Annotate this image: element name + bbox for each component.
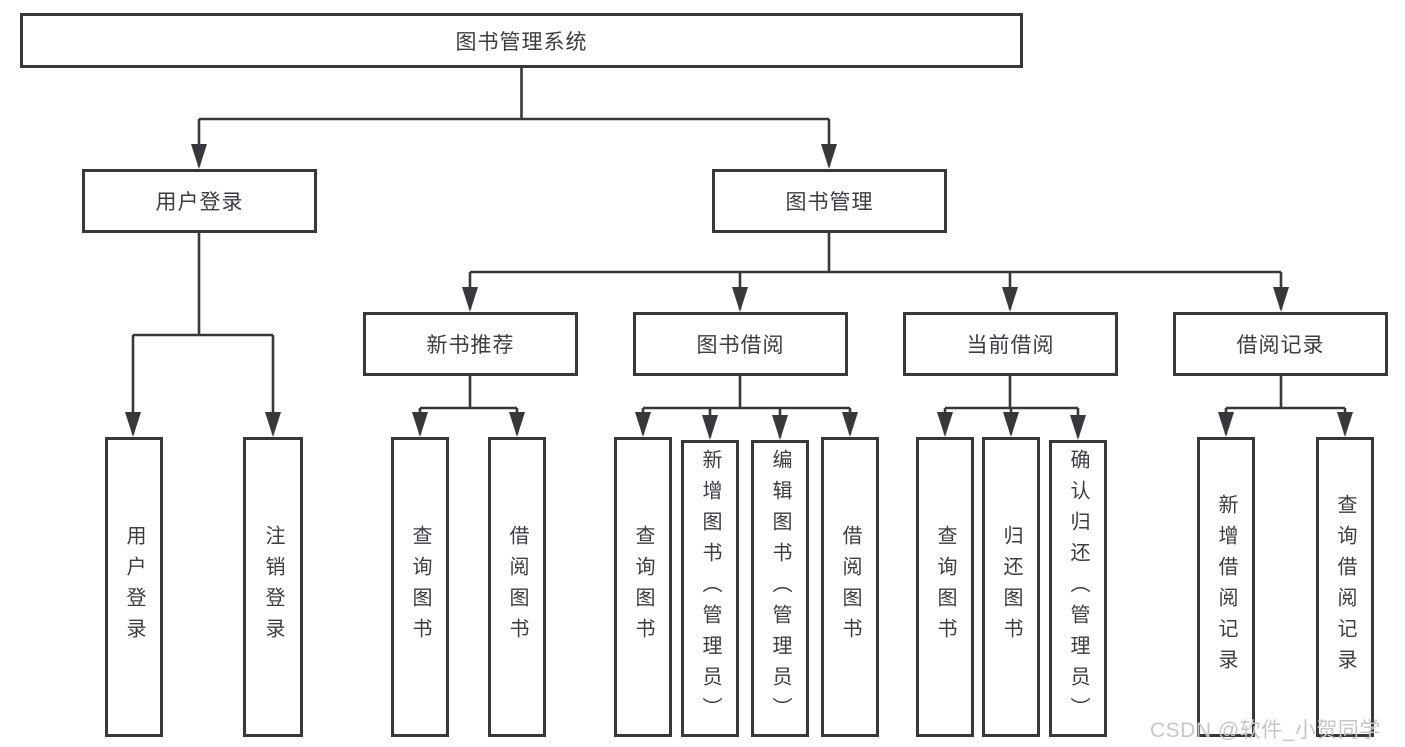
node-label: 编辑图书（管理员） xyxy=(769,449,791,728)
edge-borrow-to-leaves xyxy=(641,376,852,437)
node-label: 确认归还（管理员） xyxy=(1067,449,1089,728)
node-label: 查询图书 xyxy=(934,525,956,649)
leaf-edit-book-admin: 编辑图书（管理员） xyxy=(751,440,809,737)
leaf-add-borrow-record: 新增借阅记录 xyxy=(1197,437,1255,737)
node-borrow-record: 借阅记录 xyxy=(1173,312,1388,376)
leaf-confirm-return-admin: 确认归还（管理员） xyxy=(1049,440,1107,737)
node-label: 新书推荐 xyxy=(426,334,515,357)
node-root-library-system: 图书管理系统 xyxy=(20,13,1023,68)
node-label: 图书管理 xyxy=(785,191,874,214)
node-label: 新增图书（管理员） xyxy=(699,449,721,728)
leaf-query-book-current: 查询图书 xyxy=(916,437,974,737)
csdn-watermark: CSDN @软件_小贺同学 xyxy=(1150,719,1381,742)
edge-bookmgmt-to-level3 xyxy=(468,233,1283,309)
leaf-return-book: 归还图书 xyxy=(982,437,1040,737)
leaf-add-book-admin: 新增图书（管理员） xyxy=(681,440,739,737)
node-current-borrow: 当前借阅 xyxy=(903,312,1118,376)
node-label: 查询借阅记录 xyxy=(1334,494,1356,680)
edge-root-to-level2 xyxy=(197,68,831,166)
node-user-login: 用户登录 xyxy=(82,169,317,233)
leaf-logout-login: 注销登录 xyxy=(243,437,303,737)
leaf-query-book-recommend: 查询图书 xyxy=(391,437,449,737)
node-label: 注销登录 xyxy=(262,525,284,649)
node-label: 图书借阅 xyxy=(696,334,785,357)
node-label: 借阅图书 xyxy=(839,525,861,649)
node-label: 当前借阅 xyxy=(966,334,1055,357)
leaf-query-borrow-record: 查询借阅记录 xyxy=(1316,437,1374,737)
node-book-management: 图书管理 xyxy=(712,169,947,233)
arrowheads xyxy=(125,144,1353,440)
leaf-borrow-book: 借阅图书 xyxy=(821,437,879,737)
node-label: 借阅记录 xyxy=(1236,334,1325,357)
edge-record-to-leaves xyxy=(1224,376,1347,434)
node-label: 用户登录 xyxy=(155,191,244,214)
edge-userlogin-to-leaves xyxy=(131,233,275,434)
node-label: 查询图书 xyxy=(409,525,431,649)
node-label: 用户登录 xyxy=(123,525,145,649)
node-label: 查询图书 xyxy=(632,525,654,649)
node-new-book-recommend: 新书推荐 xyxy=(363,312,578,376)
edge-newbook-to-leaves xyxy=(418,376,519,434)
leaf-user-login: 用户登录 xyxy=(105,437,163,737)
node-label: 借阅图书 xyxy=(506,525,528,649)
node-label: 图书管理系统 xyxy=(455,30,588,54)
node-label: 归还图书 xyxy=(1000,525,1022,649)
node-label: 新增借阅记录 xyxy=(1215,494,1237,680)
leaf-query-book-borrow: 查询图书 xyxy=(614,437,672,737)
leaf-borrow-book-recommend: 借阅图书 xyxy=(488,437,546,737)
node-book-borrow: 图书借阅 xyxy=(633,312,848,376)
